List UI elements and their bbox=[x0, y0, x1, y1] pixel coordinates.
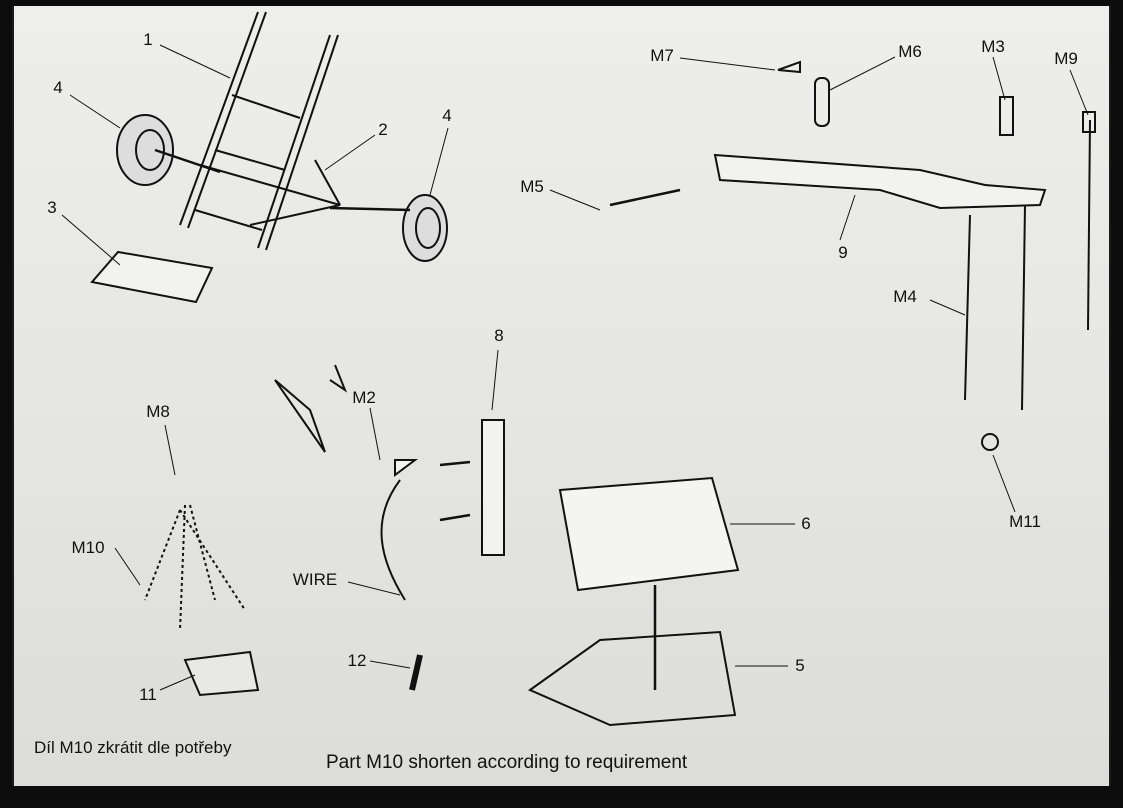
part-label-m11: M11 bbox=[1009, 512, 1041, 531]
part-label-m3: M3 bbox=[981, 37, 1005, 56]
wheel-right bbox=[402, 194, 448, 262]
part-label-m6: M6 bbox=[898, 42, 922, 61]
note-english: Part M10 shorten according to requiremen… bbox=[326, 752, 688, 773]
note-czech: Díl M10 zkrátit dle potřeby bbox=[34, 738, 232, 757]
cart-base bbox=[527, 630, 737, 727]
part-label-4-right: 4 bbox=[442, 106, 452, 125]
part-label-4-left: 4 bbox=[53, 78, 63, 97]
part-label-m4: M4 bbox=[893, 287, 917, 306]
part-label-5: 5 bbox=[795, 656, 805, 675]
assembly-arrows bbox=[154, 148, 681, 690]
basket-tray bbox=[558, 476, 740, 592]
boom-arm bbox=[713, 153, 1047, 210]
part-label-8: 8 bbox=[494, 326, 504, 345]
part-label-m8: M8 bbox=[146, 402, 170, 421]
part-label-m9: M9 bbox=[1054, 49, 1078, 68]
part-label-m2: M2 bbox=[352, 388, 376, 407]
part-label-2: 2 bbox=[378, 120, 388, 139]
part-label-11: 11 bbox=[139, 685, 157, 704]
part-label-12: 12 bbox=[347, 651, 367, 670]
part-label-9: 9 bbox=[838, 243, 848, 262]
part-label-3: 3 bbox=[47, 198, 57, 217]
footplate bbox=[90, 250, 214, 304]
part-label-m5: M5 bbox=[520, 177, 544, 196]
part-label-wire: WIRE bbox=[292, 570, 338, 589]
part-label-m10: M10 bbox=[71, 538, 105, 557]
hand-truck-frame bbox=[179, 11, 341, 251]
wheel-left bbox=[116, 114, 174, 186]
part-label-m7: M7 bbox=[650, 46, 674, 65]
part-label-6: 6 bbox=[801, 514, 811, 533]
part-label-1: 1 bbox=[143, 30, 153, 49]
seat bbox=[183, 650, 260, 697]
